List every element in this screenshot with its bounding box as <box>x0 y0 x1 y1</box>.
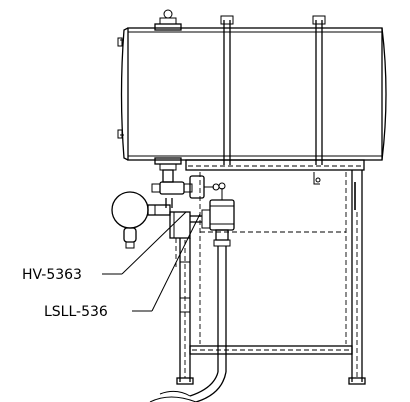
callout-lsll-536: LSLL-536 <box>44 213 201 320</box>
support-frame <box>176 159 366 385</box>
valve-tag-label: HV-5363 <box>22 267 82 283</box>
piping-assembly <box>111 169 235 402</box>
horizontal-tank <box>117 9 387 171</box>
switch-tag-label: LSLL-536 <box>44 304 108 320</box>
callout-hv-5363: HV-5363 <box>22 211 187 283</box>
